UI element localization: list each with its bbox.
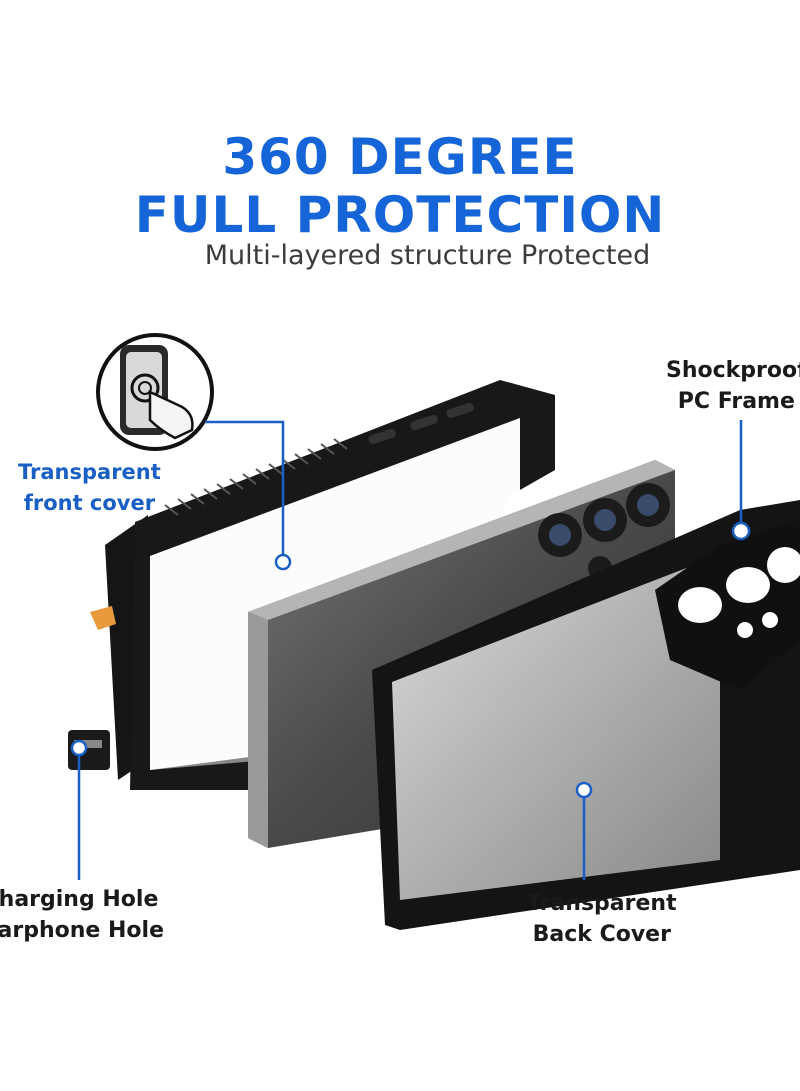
callout-dot-icon (575, 781, 593, 799)
headline-line2: FULL PROTECTION (134, 186, 666, 244)
callout-dot-icon (731, 521, 751, 541)
callout-pc-frame-line2: PC Frame (677, 389, 795, 414)
callout-front-cover-line2: front cover (23, 491, 156, 515)
touch-hand-icon (96, 333, 214, 451)
callout-lines (77, 420, 743, 880)
callout-pc-frame: Shockproof PC Frame (666, 355, 800, 417)
callout-charging: Charging Hole Earphone Hole (0, 884, 164, 946)
callout-pc-frame-line1: Shockproof (666, 358, 800, 383)
callout-charging-line1: Charging Hole (0, 887, 159, 912)
back-cover (372, 500, 800, 930)
callout-back-cover: Transparent Back Cover (527, 888, 677, 950)
callout-back-cover-line1: Transparent (527, 891, 677, 916)
headline-line1: 360 DEGREE (222, 128, 578, 186)
callout-charging-line2: Earphone Hole (0, 918, 164, 943)
callout-back-cover-line2: Back Cover (532, 922, 671, 947)
callout-dot-icon (274, 553, 292, 571)
callout-front-cover: Transparent front cover (18, 457, 161, 519)
callout-dot-icon (70, 739, 88, 757)
subtitle: Multi-layered structure Protected (204, 240, 651, 271)
callout-front-cover-line1: Transparent (18, 460, 161, 484)
